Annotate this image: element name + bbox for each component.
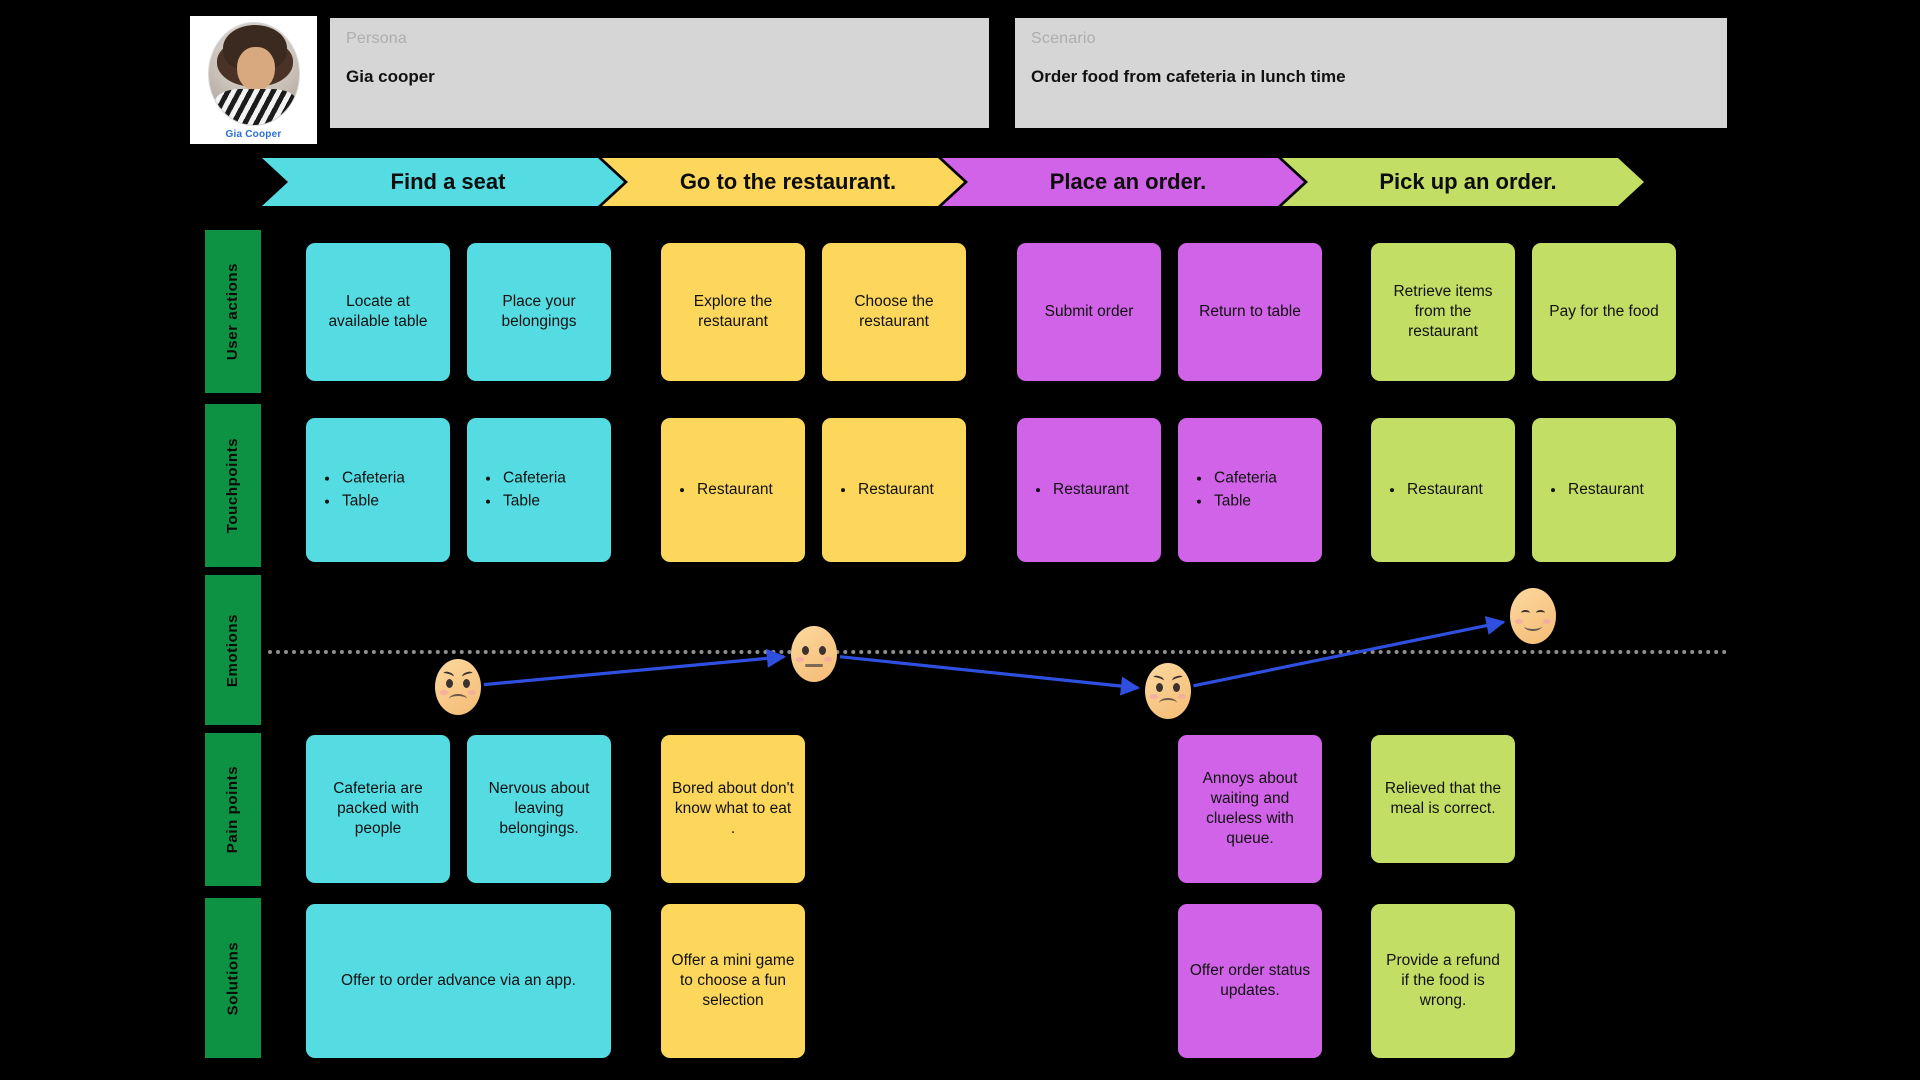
neutral-face-icon: [791, 626, 837, 682]
persona-photo-card: Gia Cooper: [190, 16, 317, 144]
user-action-card[interactable]: Pay for the food: [1532, 243, 1676, 381]
pain-point-card[interactable]: Cafeteria are packed with people: [306, 735, 450, 883]
emotion-connector-line: [483, 648, 787, 687]
row-label-text: Emotions: [224, 613, 242, 687]
pain-point-text: Relieved that the meal is correct.: [1384, 780, 1502, 817]
touchpoint-item: Restaurant: [1566, 480, 1676, 500]
solution-text: Offer a mini game to choose a fun select…: [671, 952, 795, 1009]
phase-chevron-3[interactable]: Place an order.: [942, 158, 1304, 206]
row-label-text: User actions: [224, 262, 242, 361]
touchpoint-item: Restaurant: [695, 480, 805, 500]
phase-chevron-4[interactable]: Pick up an order.: [1282, 158, 1644, 206]
touchpoint-card[interactable]: Restaurant: [1371, 418, 1515, 562]
solution-text: Offer to order advance via an app.: [341, 972, 576, 990]
pain-point-card[interactable]: Nervous about leaving belongings.: [467, 735, 611, 883]
touchpoint-item: Cafeteria: [501, 469, 611, 489]
touchpoint-card[interactable]: CafeteriaTable: [306, 418, 450, 562]
persona-photo-caption: Gia Cooper: [225, 129, 282, 140]
user-action-text: Submit order: [1044, 303, 1134, 321]
phase-chevron-label: Go to the restaurant.: [679, 169, 897, 194]
row-label-text: Touchpoints: [224, 437, 242, 534]
row-label-text: Pain points: [224, 765, 242, 854]
row-label-touchpoints: Touchpoints: [205, 404, 261, 567]
touchpoint-item: Restaurant: [1405, 480, 1515, 500]
user-action-card[interactable]: Retrieve items from the restaurant: [1371, 243, 1515, 381]
row-label-user-actions: User actions: [205, 230, 261, 393]
touchpoint-item: Restaurant: [1051, 480, 1161, 500]
pain-point-text: Nervous about leaving belongings.: [488, 780, 590, 837]
touchpoint-card[interactable]: Restaurant: [1017, 418, 1161, 562]
user-action-text: Retrieve items from the restaurant: [1393, 283, 1493, 340]
user-action-text: Explore the restaurant: [693, 293, 773, 330]
pain-point-card[interactable]: Relieved that the meal is correct.: [1371, 735, 1515, 863]
emotion-connector-line: [1193, 616, 1506, 688]
user-action-card[interactable]: Return to table: [1178, 243, 1322, 381]
row-label-text: Solutions: [224, 941, 242, 1015]
user-action-card[interactable]: Explore the restaurant: [661, 243, 805, 381]
happy-face-icon: [1510, 588, 1556, 644]
user-action-text: Return to table: [1199, 303, 1301, 321]
touchpoint-item: Cafeteria: [1212, 469, 1322, 489]
touchpoint-card[interactable]: CafeteriaTable: [1178, 418, 1322, 562]
user-action-text: Locate at available table: [328, 293, 428, 330]
touchpoint-card[interactable]: Restaurant: [1532, 418, 1676, 562]
sad-face-icon: [435, 659, 481, 715]
solution-text: Offer order status updates.: [1189, 962, 1311, 999]
persona-label: Persona: [346, 30, 407, 47]
solution-text: Provide a refund if the food is wrong.: [1386, 952, 1500, 1009]
touchpoint-item: Table: [340, 492, 450, 512]
touchpoint-item: Table: [501, 492, 611, 512]
persona-value: Gia cooper: [346, 67, 435, 86]
emotion-baseline: [268, 650, 1728, 654]
touchpoint-item: Cafeteria: [340, 469, 450, 489]
phase-chevron-label: Pick up an order.: [1379, 169, 1557, 194]
emotion-connector-line: [839, 655, 1141, 696]
phase-chevron-label: Find a seat: [390, 169, 506, 194]
row-label-emotions: Emotions: [205, 575, 261, 725]
user-action-card[interactable]: Choose the restaurant: [822, 243, 966, 381]
user-action-text: Choose the restaurant: [854, 293, 934, 330]
touchpoint-item: Restaurant: [856, 480, 966, 500]
phase-chevron-1[interactable]: Find a seat: [262, 158, 624, 206]
touchpoint-card[interactable]: Restaurant: [822, 418, 966, 562]
persona-photo-icon: [207, 22, 300, 126]
pain-point-text: Bored about don't know what to eat .: [672, 780, 794, 837]
solution-card[interactable]: Offer order status updates.: [1178, 904, 1322, 1058]
pain-point-card[interactable]: Bored about don't know what to eat .: [661, 735, 805, 883]
pain-point-card[interactable]: Annoys about waiting and clueless with q…: [1178, 735, 1322, 883]
user-action-card[interactable]: Submit order: [1017, 243, 1161, 381]
solution-card[interactable]: Offer a mini game to choose a fun select…: [661, 904, 805, 1058]
sad-face-icon: [1145, 663, 1191, 719]
scenario-box: Scenario Order food from cafeteria in lu…: [1015, 18, 1727, 128]
user-action-card[interactable]: Locate at available table: [306, 243, 450, 381]
scenario-value: Order food from cafeteria in lunch time: [1031, 67, 1346, 86]
persona-box: Persona Gia cooper: [330, 18, 989, 128]
pain-point-text: Annoys about waiting and clueless with q…: [1202, 770, 1298, 847]
row-label-solutions: Solutions: [205, 898, 261, 1058]
phase-chevron-label: Place an order.: [1049, 169, 1207, 194]
solution-card[interactable]: Offer to order advance via an app.: [306, 904, 611, 1058]
solution-card[interactable]: Provide a refund if the food is wrong.: [1371, 904, 1515, 1058]
pain-point-text: Cafeteria are packed with people: [333, 780, 423, 837]
touchpoint-card[interactable]: Restaurant: [661, 418, 805, 562]
touchpoint-item: Table: [1212, 492, 1322, 512]
scenario-label: Scenario: [1031, 30, 1096, 47]
touchpoint-card[interactable]: CafeteriaTable: [467, 418, 611, 562]
user-action-card[interactable]: Place your belongings: [467, 243, 611, 381]
user-action-text: Pay for the food: [1549, 303, 1659, 321]
row-label-pain-points: Pain points: [205, 733, 261, 886]
user-action-text: Place your belongings: [501, 293, 577, 330]
phase-chevron-2[interactable]: Go to the restaurant.: [602, 158, 964, 206]
